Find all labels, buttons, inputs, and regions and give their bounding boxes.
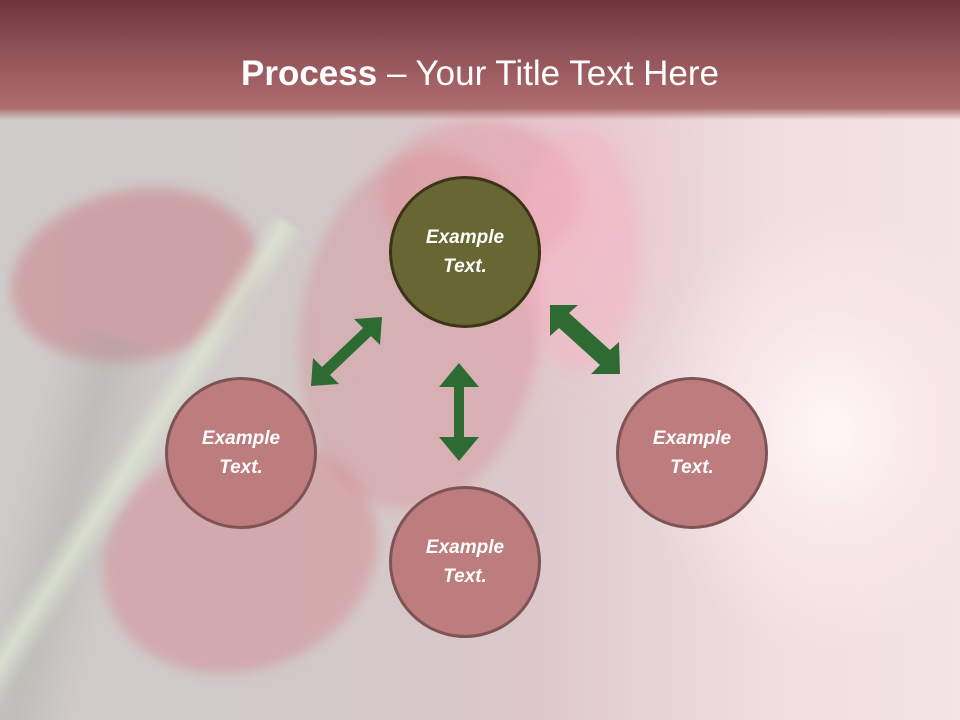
process-node-left[interactable]: Example Text. bbox=[165, 377, 317, 529]
title-bold-part: Process bbox=[241, 54, 378, 93]
node-text-line2: Text. bbox=[219, 457, 263, 478]
node-text-line2: Text. bbox=[443, 256, 487, 277]
node-text-line1: Example bbox=[425, 537, 505, 558]
process-node-bottom[interactable]: Example Text. bbox=[389, 486, 541, 638]
double-arrow-icon-top-right bbox=[550, 305, 620, 374]
title-regular-part: Your Title Text Here bbox=[415, 54, 720, 93]
slide-title[interactable]: Process – Your Title Text Here bbox=[0, 52, 960, 96]
double-arrow-icon-top-bottom bbox=[439, 363, 479, 461]
process-node-top[interactable]: Example Text. bbox=[389, 176, 541, 328]
title-bar: Process – Your Title Text Here bbox=[0, 0, 960, 120]
node-text-line1: Example bbox=[425, 227, 505, 248]
node-text-line2: Text. bbox=[670, 457, 714, 478]
node-text-line2: Text. bbox=[443, 566, 487, 587]
title-separator: – bbox=[377, 54, 416, 93]
process-node-right[interactable]: Example Text. bbox=[616, 377, 768, 529]
node-text-line1: Example bbox=[201, 428, 281, 449]
double-arrow-icon-top-left bbox=[311, 317, 382, 386]
node-text-line1: Example bbox=[652, 428, 732, 449]
